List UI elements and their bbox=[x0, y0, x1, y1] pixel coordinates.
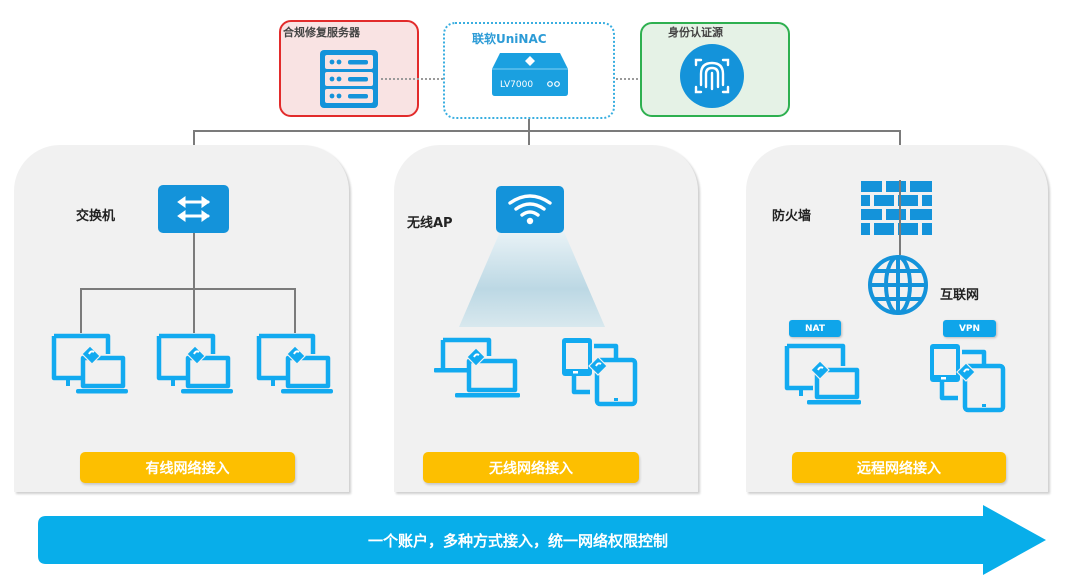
compliance-server-label: 合规修复服务器 bbox=[283, 26, 360, 39]
remote-access-button[interactable]: 远程网络接入 bbox=[792, 452, 1006, 483]
banner-text: 一个账户，多种方式接入，统一网络权限控制 bbox=[367, 531, 668, 550]
identity-source-label: 身份认证源 bbox=[668, 26, 723, 39]
phone-tablet-icon bbox=[930, 344, 1006, 413]
fingerprint-icon bbox=[680, 44, 744, 108]
ap-label: 无线AP bbox=[407, 216, 453, 231]
switch-drop-1 bbox=[80, 288, 82, 333]
pc-laptop-icon bbox=[51, 333, 128, 394]
pc-laptop-icon bbox=[434, 337, 520, 398]
nac-model-text: LV7000 bbox=[500, 80, 533, 90]
switch-downlink-line bbox=[193, 233, 195, 289]
backbone-line bbox=[193, 130, 900, 132]
banner-arrow-shape bbox=[38, 505, 1046, 575]
vpn-tag: VPN bbox=[943, 320, 996, 337]
phone-tablet-icon bbox=[562, 338, 638, 407]
remote-access-panel bbox=[746, 145, 1048, 492]
wired-access-button[interactable]: 有线网络接入 bbox=[80, 452, 295, 483]
globe-icon bbox=[868, 255, 928, 315]
nac-label: 联软UniNAC bbox=[472, 32, 547, 46]
firewall-to-internet-line bbox=[899, 180, 901, 255]
switch-icon bbox=[158, 185, 229, 233]
server-to-nac-link bbox=[381, 78, 491, 80]
unified-control-banner: 一个账户，多种方式接入，统一网络权限控制 bbox=[38, 505, 1048, 575]
nac-appliance-icon: LV7000 bbox=[492, 53, 568, 96]
pc-laptop-icon bbox=[156, 333, 233, 394]
switch-fanout-line bbox=[80, 288, 295, 290]
internet-label: 互联网 bbox=[940, 288, 980, 303]
switch-drop-3 bbox=[294, 288, 296, 333]
nac-box: 联软UniNAC LV7000 bbox=[443, 22, 615, 119]
identity-source-box: 身份认证源 bbox=[640, 22, 790, 117]
compliance-server-box: 合规修复服务器 bbox=[279, 20, 419, 117]
nac-to-identity-link bbox=[568, 78, 682, 80]
wifi-ap-icon bbox=[496, 186, 564, 233]
switch-label: 交换机 bbox=[76, 209, 116, 224]
nat-tag: NAT bbox=[789, 320, 841, 337]
server-icon bbox=[320, 50, 378, 108]
pc-laptop-icon bbox=[784, 343, 861, 405]
switch-drop-2 bbox=[193, 288, 195, 333]
firewall-label: 防火墙 bbox=[772, 209, 812, 224]
wireless-access-button[interactable]: 无线网络接入 bbox=[423, 452, 639, 483]
firewall-icon bbox=[861, 181, 932, 235]
pc-laptop-icon bbox=[256, 333, 333, 394]
